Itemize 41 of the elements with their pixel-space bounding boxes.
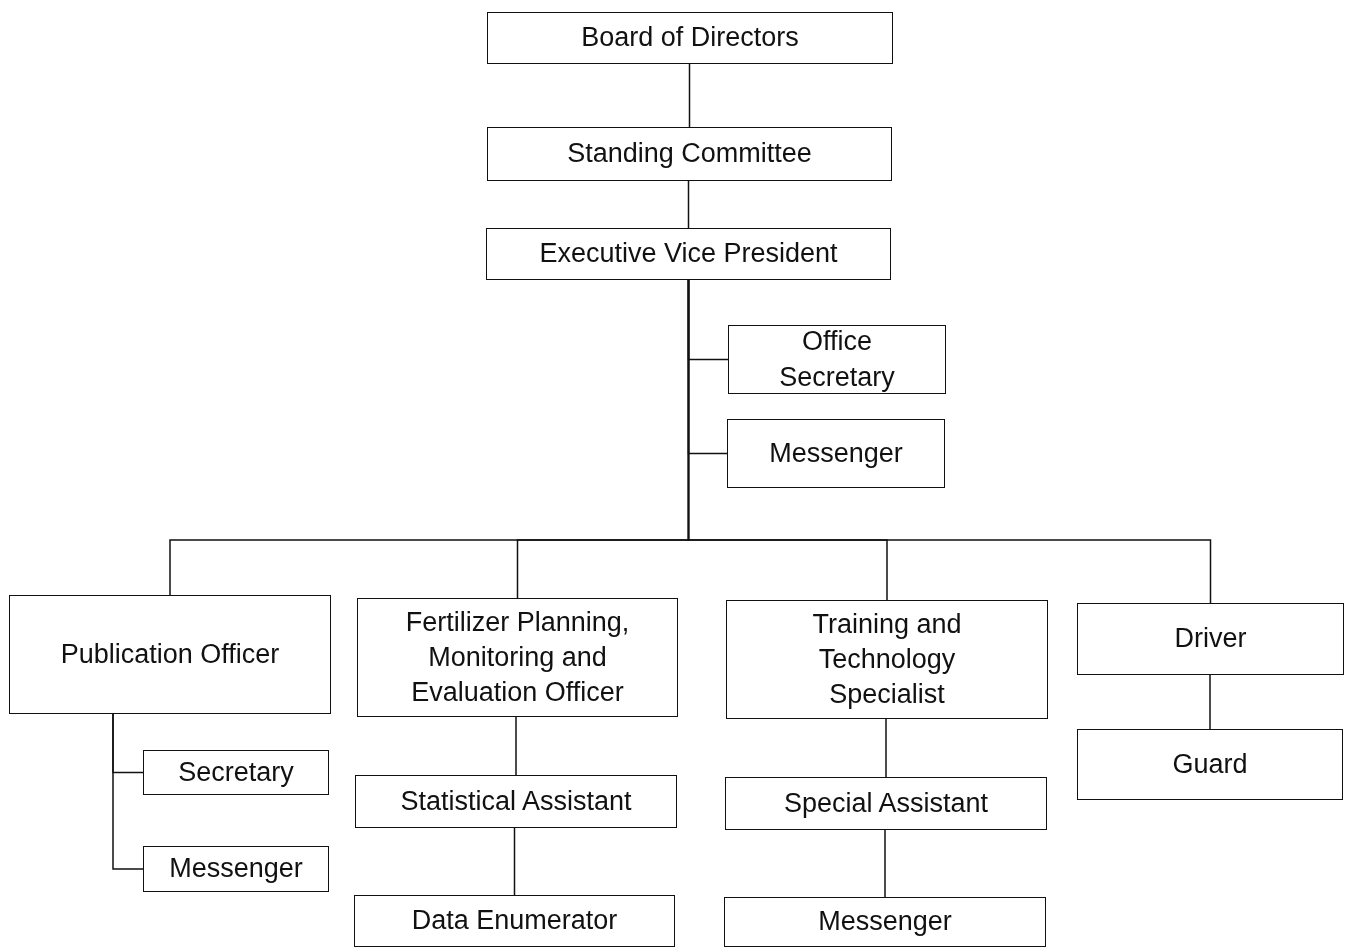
position-title: Fertilizer Planning, Monitoring and Evaluation Officer xyxy=(404,605,631,710)
org-box xyxy=(354,895,675,947)
org-box xyxy=(1077,603,1344,675)
connector-line xyxy=(688,63,691,128)
org-box xyxy=(487,127,892,181)
org-box xyxy=(9,595,331,714)
position-title: Training and Technology Specialist xyxy=(811,607,963,712)
org-box xyxy=(727,419,945,488)
position-title: Standing Committee xyxy=(566,137,813,171)
org-box xyxy=(355,775,677,828)
org-box xyxy=(143,846,329,892)
position-title: Executive Vice President xyxy=(538,237,839,271)
org-box xyxy=(726,600,1048,719)
position-title: Secretary xyxy=(177,755,295,789)
org-box xyxy=(143,750,329,795)
org-box xyxy=(725,777,1047,830)
connector-line xyxy=(885,718,887,778)
position-title: Office Secretary xyxy=(778,325,896,394)
position-title: Messenger xyxy=(768,436,904,470)
position-title: Messenger xyxy=(817,905,953,939)
connector-line xyxy=(884,829,886,898)
position-title: Publication Officer xyxy=(59,637,281,671)
connector-line xyxy=(112,713,144,870)
org-box xyxy=(486,228,891,280)
connector-line xyxy=(513,827,516,896)
connector-line xyxy=(687,180,690,229)
connector-line xyxy=(1209,674,1211,730)
org-box xyxy=(357,598,678,717)
org-box xyxy=(728,325,946,394)
position-title: Statistical Assistant xyxy=(399,784,633,818)
position-title: Data Enumerator xyxy=(410,904,619,938)
position-title: Messenger xyxy=(168,852,304,886)
connector-line xyxy=(687,279,1212,604)
position-title: Driver xyxy=(1173,622,1248,656)
position-title: Guard xyxy=(1171,747,1249,781)
position-title: Board of Directors xyxy=(580,21,800,55)
position-title: Special Assistant xyxy=(782,786,990,820)
org-box xyxy=(487,12,893,64)
org-box xyxy=(724,897,1046,947)
connector-line xyxy=(515,716,517,776)
org-box xyxy=(1077,729,1343,800)
